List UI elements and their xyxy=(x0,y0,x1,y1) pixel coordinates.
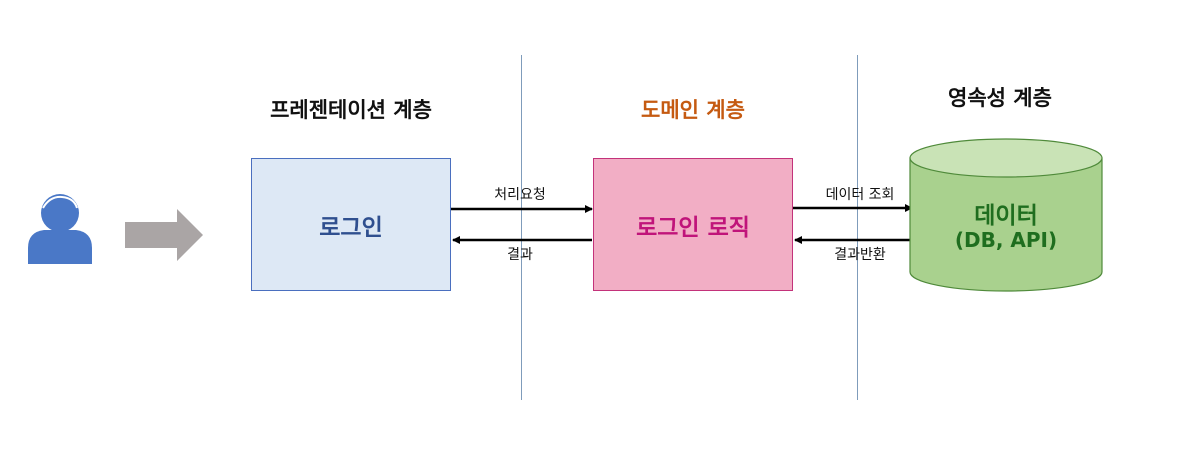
request-label: 처리요청 xyxy=(494,187,546,203)
login-logic-box: 로그인 로직 xyxy=(593,158,793,291)
database-title: 데이터 xyxy=(974,203,1038,229)
presentation-layer-title: 프레젠테이션 계층 xyxy=(270,98,432,122)
right-arrow-icon xyxy=(125,209,203,261)
domain-layer-title: 도메인 계층 xyxy=(641,98,745,122)
result-return-label: 결과반환 xyxy=(834,247,886,263)
data-query-label: 데이터 조회 xyxy=(825,187,895,203)
database-subtitle: (DB, API) xyxy=(954,228,1058,252)
result-label: 결과 xyxy=(507,247,533,263)
login-logic-box-label: 로그인 로직 xyxy=(636,214,750,241)
login-box-label: 로그인 xyxy=(319,214,383,241)
layer-divider-2 xyxy=(857,55,858,400)
database-cylinder xyxy=(909,138,1103,292)
user-icon xyxy=(28,194,92,264)
persistence-layer-title: 영속성 계층 xyxy=(948,86,1052,110)
login-box: 로그인 xyxy=(251,158,451,291)
layer-divider-1 xyxy=(521,55,522,400)
